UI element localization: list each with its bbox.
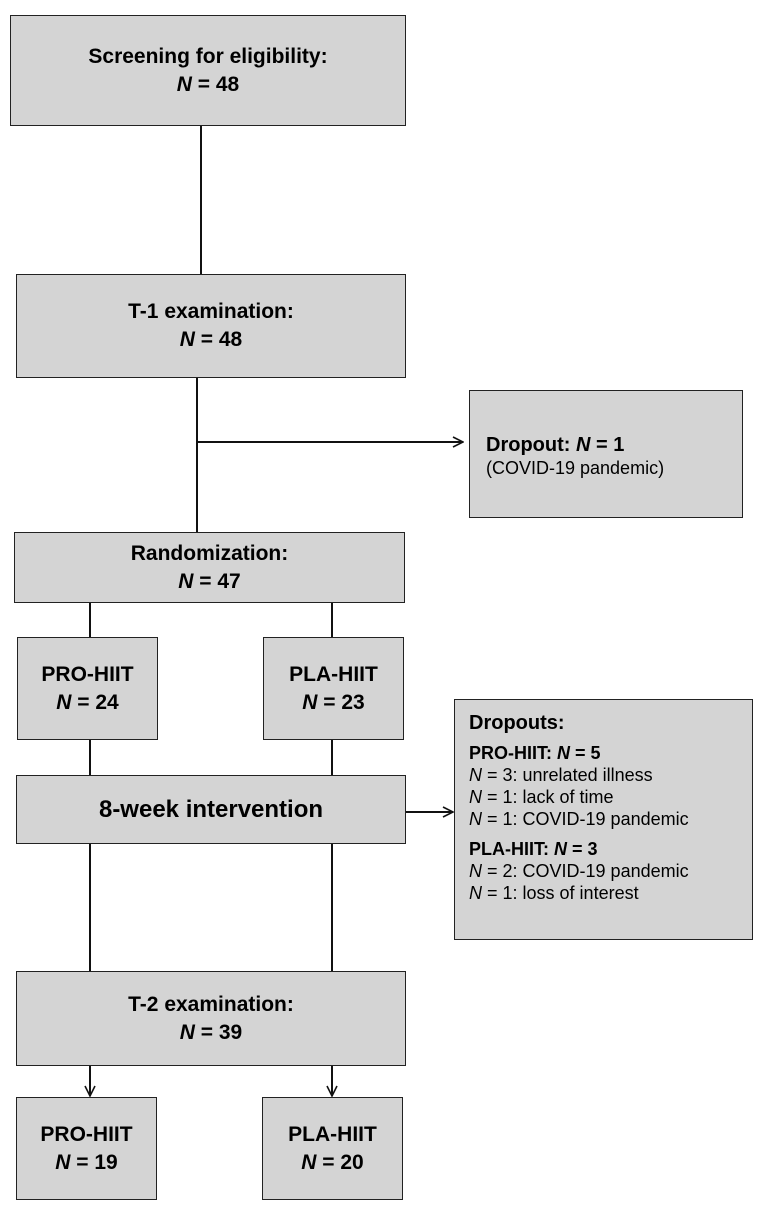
intervention-box: 8-week intervention (16, 775, 406, 844)
randomization-n: N = 47 (178, 569, 241, 593)
dropouts-pla-reason: N = 2: COVID-19 pandemic (469, 861, 689, 881)
pro-hiit-final-box: PRO-HIIT N = 19 (16, 1097, 157, 1200)
dropouts-pro-reason: N = 3: unrelated illness (469, 765, 653, 785)
dropouts-pro-reason: N = 1: lack of time (469, 787, 614, 807)
dropout-box: Dropout: N = 1 (COVID-19 pandemic) (469, 390, 743, 518)
pro-hiit-n: N = 24 (56, 690, 119, 714)
t2-examination-box: T-2 examination: N = 39 (16, 971, 406, 1066)
dropouts-box: Dropouts: PRO-HIIT: N = 5 N = 3: unrelat… (454, 699, 753, 940)
pla-hiit-final-label: PLA-HIIT (288, 1122, 377, 1146)
pla-hiit-final-box: PLA-HIIT N = 20 (262, 1097, 403, 1200)
t1-n: N = 48 (179, 328, 243, 351)
pro-hiit-label: PRO-HIIT (41, 662, 134, 686)
randomization-label: Randomization: (130, 541, 289, 565)
pla-hiit-label: PLA-HIIT (289, 662, 378, 686)
dropouts-pro-reason: N = 1: COVID-19 pandemic (469, 809, 689, 829)
screening-n: N = 48 (176, 72, 240, 96)
dropouts-pla-reason: N = 1: loss of interest (469, 883, 639, 903)
randomization-box: Randomization: N = 47 (14, 532, 405, 603)
dropout-reason: (COVID-19 pandemic) (486, 458, 665, 478)
t2-label: T-2 examination: (128, 992, 294, 1016)
screening-label: Screening for eligibility: (88, 44, 328, 68)
pla-hiit-group-box: PLA-HIIT N = 23 (263, 637, 404, 740)
t1-examination-box: T-1 examination: N = 48 (16, 274, 406, 378)
dropouts-pro-heading: PRO-HIIT: N = 5 (469, 743, 601, 763)
pro-hiit-group-box: PRO-HIIT N = 24 (17, 637, 158, 740)
dropout-heading: Dropout: N = 1 (486, 434, 625, 456)
t2-n: N = 39 (179, 1020, 243, 1044)
intervention-label: 8-week intervention (98, 795, 324, 823)
dropouts-pla-heading: PLA-HIIT: N = 3 (469, 839, 598, 859)
dropouts-title: Dropouts: (469, 712, 565, 734)
t1-label: T-1 examination: (128, 300, 294, 323)
screening-box: Screening for eligibility: N = 48 (10, 15, 406, 126)
pla-hiit-n: N = 23 (302, 690, 365, 714)
pro-hiit-final-n: N = 19 (55, 1150, 118, 1174)
pla-hiit-final-n: N = 20 (301, 1150, 364, 1174)
pro-hiit-final-label: PRO-HIIT (40, 1122, 133, 1146)
